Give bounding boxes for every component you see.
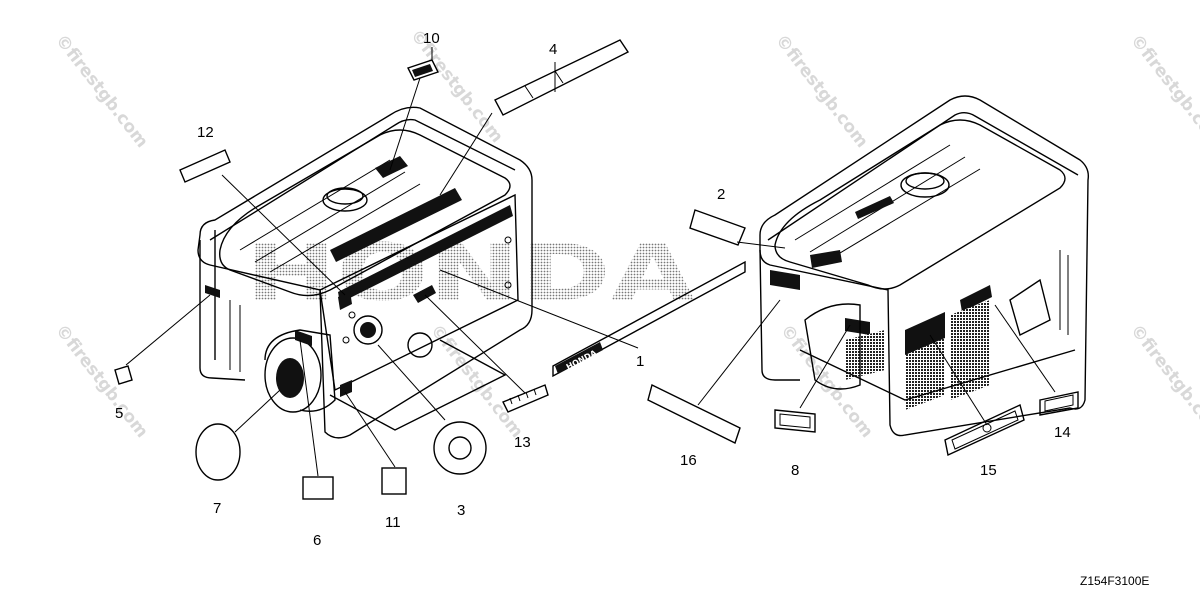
- decal-1: [552, 260, 746, 378]
- decals: HONDA: [114, 39, 1079, 500]
- callout-labels: 1 2 3 4 5 6 7 8 10 11 12 13 14 15 16: [115, 30, 1071, 549]
- decal-8: [774, 409, 816, 433]
- callout-15: 15: [980, 462, 997, 479]
- watermark: ©firestgb.com: [1126, 321, 1200, 442]
- callout-13: 13: [514, 434, 531, 451]
- decal-11: [381, 467, 407, 495]
- callout-2: 2: [717, 186, 725, 203]
- brand-logo: HONDA: [245, 229, 695, 319]
- callout-10: 10: [423, 30, 440, 47]
- decal-3: [433, 421, 487, 475]
- watermark: ©firestgb.com: [406, 26, 507, 147]
- callout-14: 14: [1054, 424, 1071, 441]
- callout-1: 1: [636, 353, 644, 370]
- decal-2: [689, 209, 746, 246]
- generator-front-view: [197, 106, 533, 439]
- callout-11: 11: [385, 514, 401, 531]
- decal-6: [302, 476, 334, 500]
- watermark: ©firestgb.com: [771, 31, 872, 152]
- callout-8: 8: [791, 462, 799, 479]
- leader-lines: [125, 47, 1056, 477]
- decal-15: [944, 404, 1025, 457]
- decal-10: [407, 59, 439, 81]
- callout-7: 7: [213, 500, 221, 517]
- watermark: ©firestgb.com: [51, 31, 152, 152]
- watermark: ©firestgb.com: [1126, 31, 1200, 152]
- watermark: ©firestgb.com: [426, 321, 527, 442]
- decal-14: [1039, 391, 1079, 416]
- decal-12: [179, 149, 231, 183]
- watermark: ©firestgb.com: [51, 321, 152, 442]
- callout-3: 3: [457, 502, 465, 519]
- callout-16: 16: [680, 452, 697, 469]
- callout-6: 6: [313, 532, 321, 549]
- decal-4: [494, 39, 630, 116]
- callout-4: 4: [549, 41, 557, 58]
- generator-rear-view: [759, 95, 1090, 437]
- diagram-code: Z154F3100E: [1080, 574, 1149, 588]
- decal-5: [114, 365, 133, 385]
- decal-7: [195, 423, 241, 481]
- decal-13: [502, 384, 549, 413]
- callout-5: 5: [115, 405, 123, 422]
- decal-16: [647, 383, 741, 444]
- callout-12: 12: [197, 124, 214, 141]
